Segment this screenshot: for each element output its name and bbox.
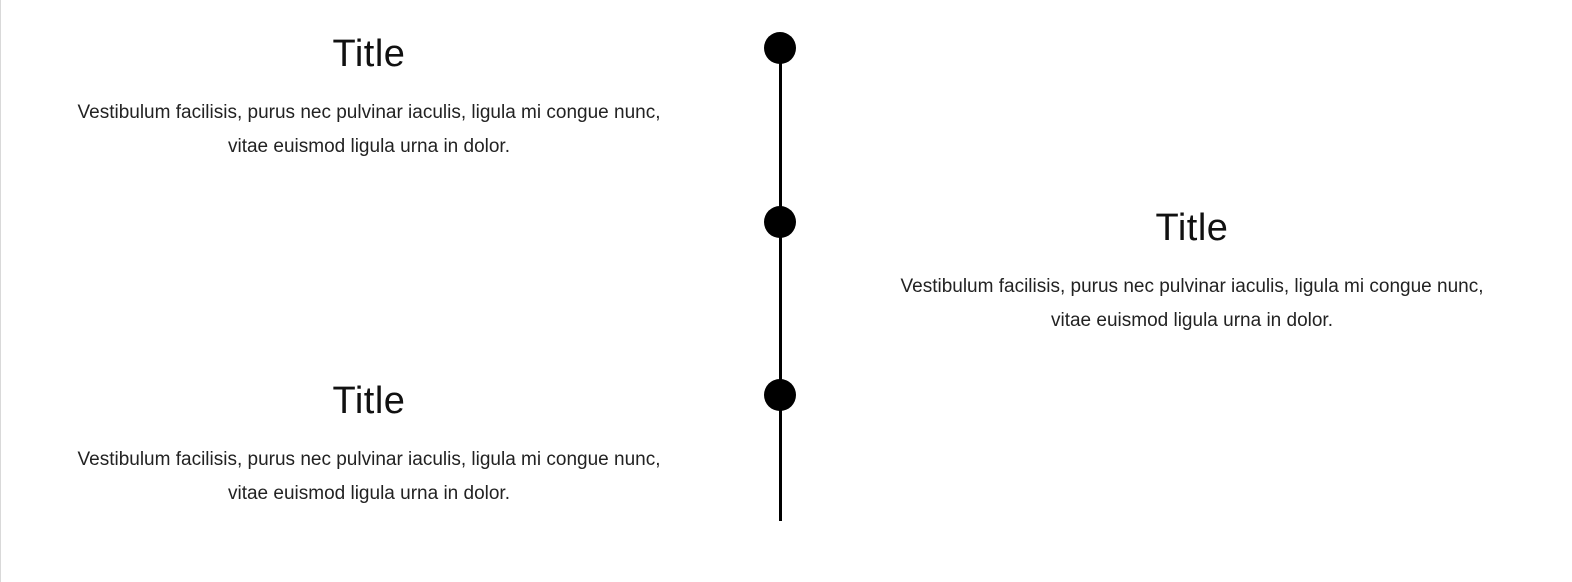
timeline-marker-3 (764, 379, 796, 411)
timeline-line (779, 48, 782, 521)
entry-description-line-1: Vestibulum facilisis, purus nec pulvinar… (77, 102, 661, 123)
entry-description-line-2: vitae euismod ligula urna in dolor. (227, 483, 510, 504)
entry-description: Vestibulum facilisis, purus nec pulvinar… (29, 443, 709, 511)
entry-description: Vestibulum facilisis, purus nec pulvinar… (29, 96, 709, 164)
entry-description: Vestibulum facilisis, purus nec pulvinar… (852, 270, 1532, 338)
entry-title: Title (332, 380, 406, 422)
timeline-entry-1: Title Vestibulum facilisis, purus nec pu… (29, 30, 709, 164)
timeline-entry-2: Title Vestibulum facilisis, purus nec pu… (852, 204, 1532, 338)
entry-description-line-2: vitae euismod ligula urna in dolor. (1050, 310, 1333, 331)
entry-description-line-1: Vestibulum facilisis, purus nec pulvinar… (900, 276, 1484, 297)
entry-title: Title (1155, 207, 1229, 249)
entry-description-line-1: Vestibulum facilisis, purus nec pulvinar… (77, 449, 661, 470)
timeline-marker-2 (764, 206, 796, 238)
entry-title: Title (332, 33, 406, 75)
timeline-marker-1 (764, 32, 796, 64)
timeline-entry-3: Title Vestibulum facilisis, purus nec pu… (29, 377, 709, 511)
page-left-border (0, 0, 1, 582)
entry-description-line-2: vitae euismod ligula urna in dolor. (227, 136, 510, 157)
